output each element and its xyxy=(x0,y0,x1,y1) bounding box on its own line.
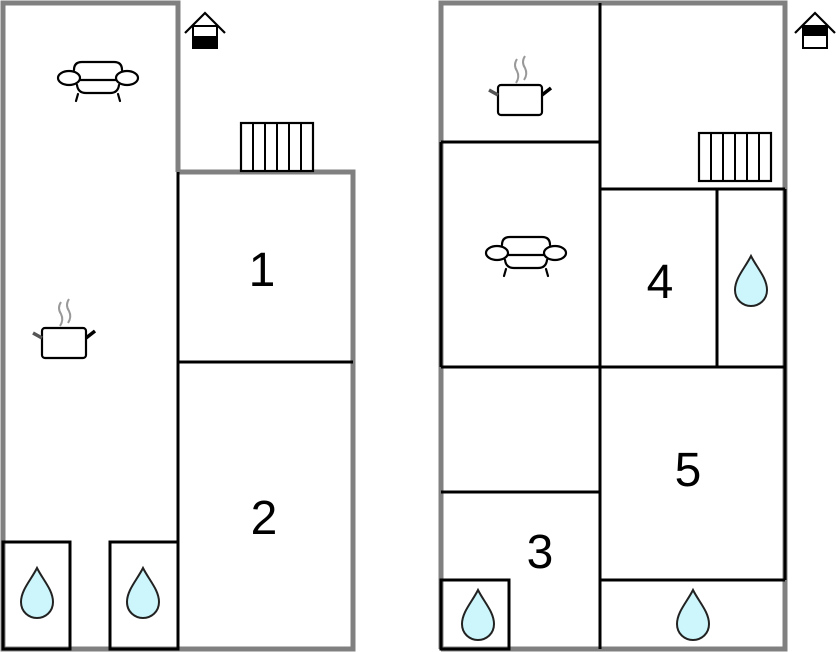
room-label-3: 3 xyxy=(527,526,554,579)
bathroom-left-1 xyxy=(1,540,72,651)
floor-left: 1 2 xyxy=(0,0,356,652)
entrance-house-icon xyxy=(184,11,226,49)
bathroom-left-2 xyxy=(108,540,180,651)
entrance-house-icon xyxy=(794,11,836,49)
cooking-pot-icon xyxy=(31,297,97,360)
water-drop-icon xyxy=(20,567,54,619)
floor-right: 4 5 3 xyxy=(438,0,836,652)
water-drop-icon xyxy=(734,255,768,307)
sofa-icon xyxy=(56,60,140,103)
cooking-pot-icon xyxy=(487,54,553,117)
sofa-icon xyxy=(484,235,568,278)
bathroom-right-small xyxy=(439,578,511,651)
water-drop-icon xyxy=(676,589,710,641)
stairs-icon xyxy=(239,121,315,173)
room-label-1: 1 xyxy=(249,244,276,297)
room-label-5: 5 xyxy=(675,444,702,497)
water-drop-icon xyxy=(461,589,495,641)
room-label-4: 4 xyxy=(647,256,674,309)
room-label-2: 2 xyxy=(251,492,278,545)
water-drop-icon xyxy=(126,567,160,619)
stairs-icon xyxy=(697,131,773,183)
